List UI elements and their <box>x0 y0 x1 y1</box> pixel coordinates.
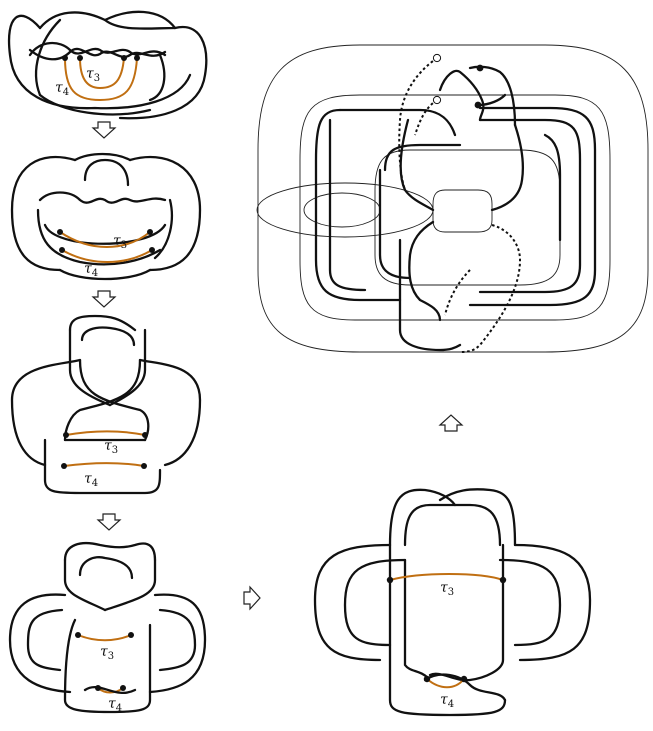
tau3-label-panel-4: τ3 <box>100 644 114 662</box>
right-arrow-icon <box>243 585 261 611</box>
tau3-label-panel-2: τ3 <box>113 233 127 251</box>
tau4-label-panel-2: τ4 <box>84 261 98 279</box>
panel-1: τ4 τ3 <box>7 10 208 120</box>
panel-6 <box>256 44 649 353</box>
panel-5: τ3 τ4 <box>313 488 592 717</box>
tau4-label-panel-4: τ4 <box>108 696 122 714</box>
tau4-label-panel-5: τ4 <box>440 692 454 710</box>
panel-3: τ3 τ4 <box>10 314 202 495</box>
tau4-label-panel-1: τ4 <box>55 80 69 98</box>
tau3-label-panel-3: τ3 <box>104 438 118 456</box>
panel-2: τ3 τ4 <box>10 152 202 281</box>
tau4-label-panel-3: τ4 <box>84 471 98 489</box>
up-arrow-icon <box>438 414 464 432</box>
down-arrow-icon <box>91 290 117 308</box>
down-arrow-icon <box>96 513 122 531</box>
tau3-label-panel-5: τ3 <box>440 580 454 598</box>
tau3-label-panel-1: τ3 <box>86 66 100 84</box>
down-arrow-icon <box>91 121 117 139</box>
panel-4: τ3 τ4 <box>8 541 207 714</box>
